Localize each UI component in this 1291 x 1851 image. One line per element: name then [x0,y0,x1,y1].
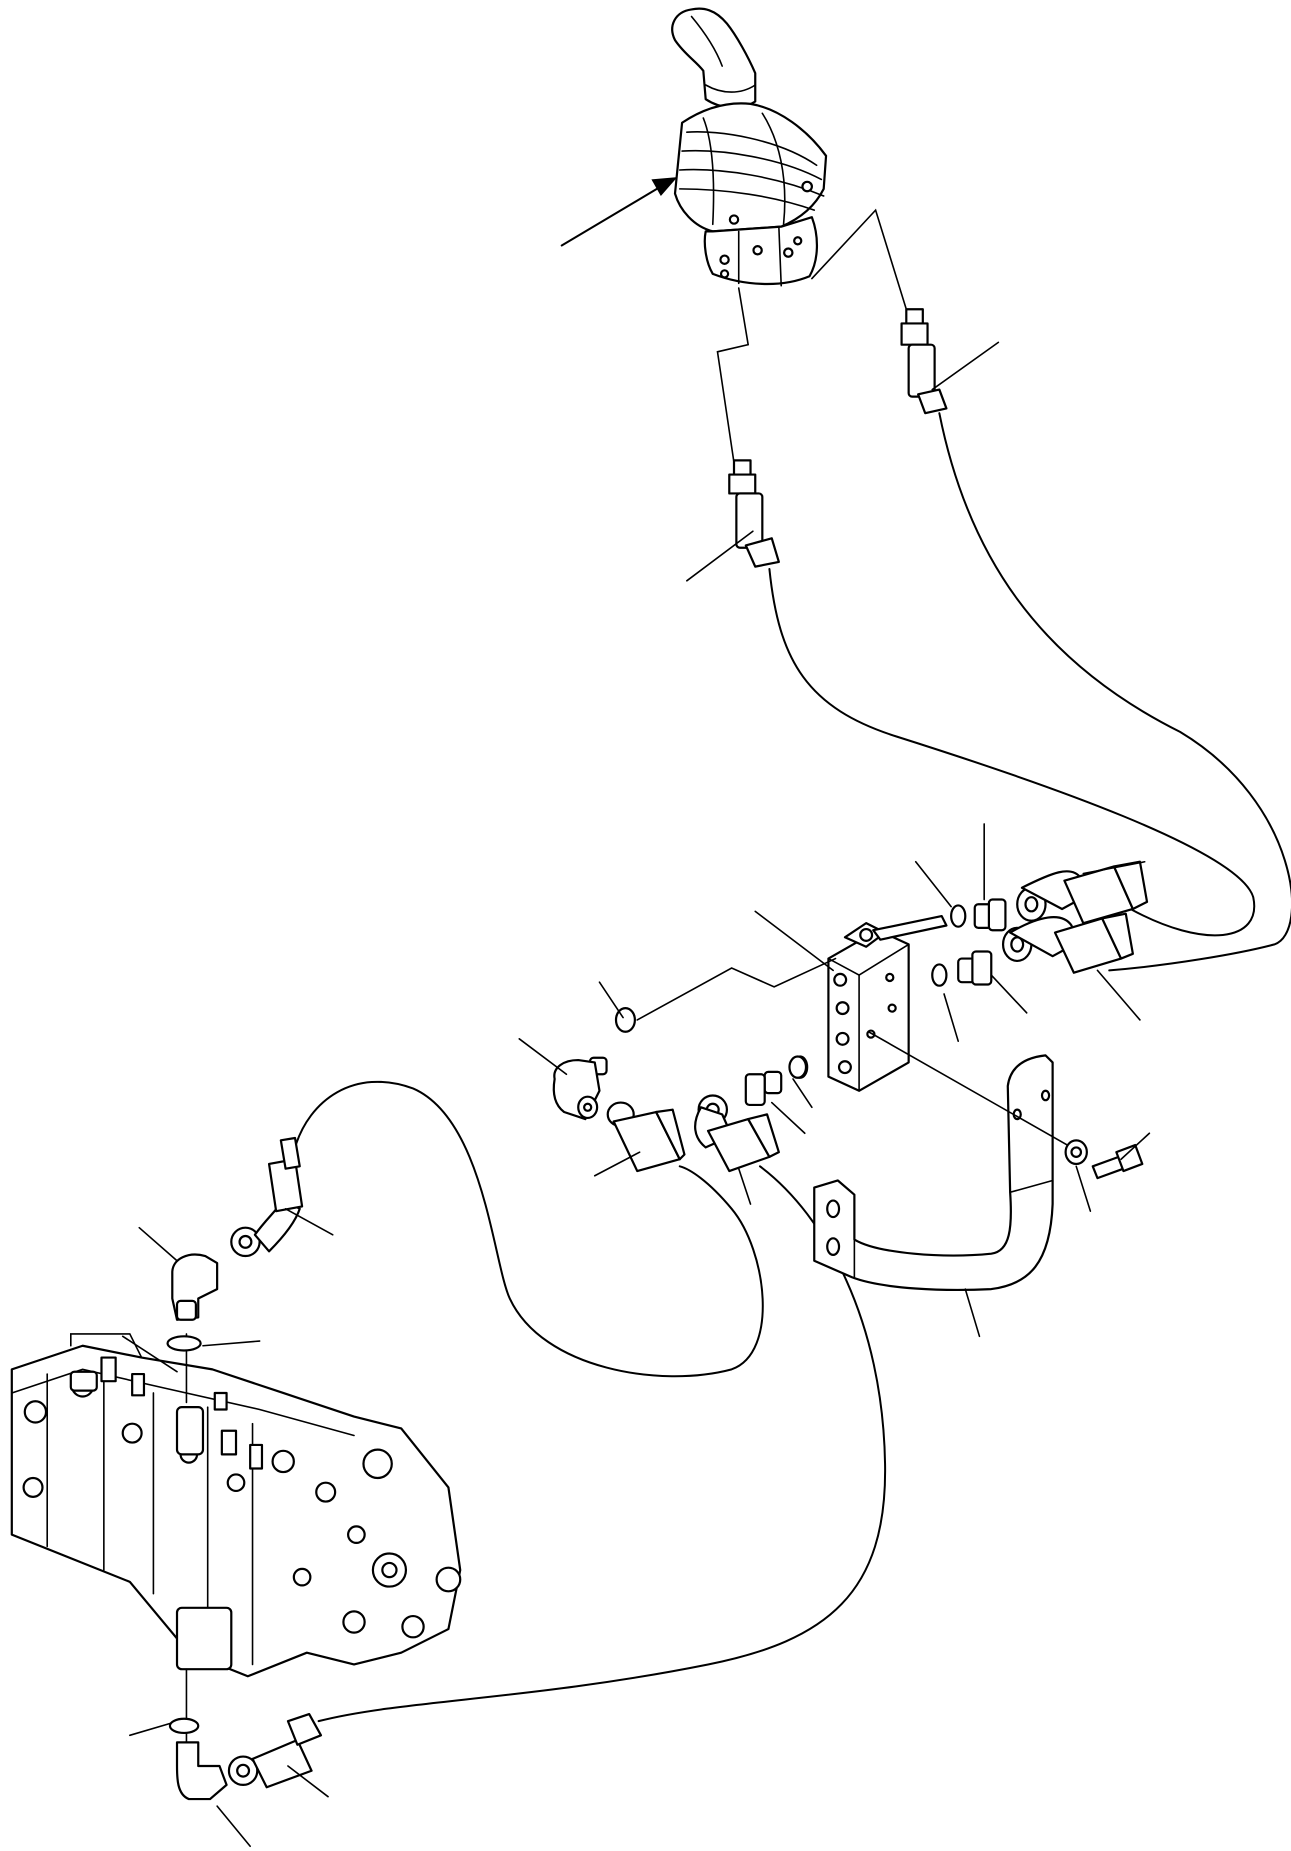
elbow-block-left[interactable] [554,1058,607,1119]
mounting-bracket[interactable] [814,1055,1052,1290]
middle-fitting-chain[interactable] [932,914,1133,986]
hose-end-valve-bottom[interactable] [229,1714,321,1787]
hose-end-right[interactable] [902,309,947,413]
lower-fitting-chain[interactable] [695,1057,807,1172]
lever-wire-right [812,210,906,309]
hose-end-block-left[interactable] [608,1103,685,1171]
hose-end-left[interactable] [729,460,779,566]
hose-lever-left [769,569,1254,935]
hose-end-valve-top[interactable] [231,1138,302,1256]
o-ring-valve-bottom [170,1719,198,1733]
o-ring-lower [789,1057,806,1078]
elbow-valve-bottom[interactable] [177,1742,227,1799]
o-ring-valve-top [168,1336,201,1350]
lever-wire-left [717,288,748,463]
hose-loop-left [295,1082,763,1376]
elbow-valve-top[interactable] [172,1255,217,1320]
hose-lever-right [939,413,1291,970]
leader-link-block [637,959,835,1020]
leader-lines [123,342,1150,1846]
leader-arrow-lever [562,177,678,245]
upper-fitting-chain[interactable] [951,862,1147,930]
bolt[interactable] [1093,1145,1143,1178]
leader-bolt-axis [869,1032,1072,1148]
control-lever[interactable] [672,9,826,286]
washer[interactable] [1066,1140,1087,1164]
pilot-valve-block[interactable] [828,916,946,1091]
hose-valve-lower [319,1166,886,1721]
control-valve[interactable] [12,1334,460,1676]
